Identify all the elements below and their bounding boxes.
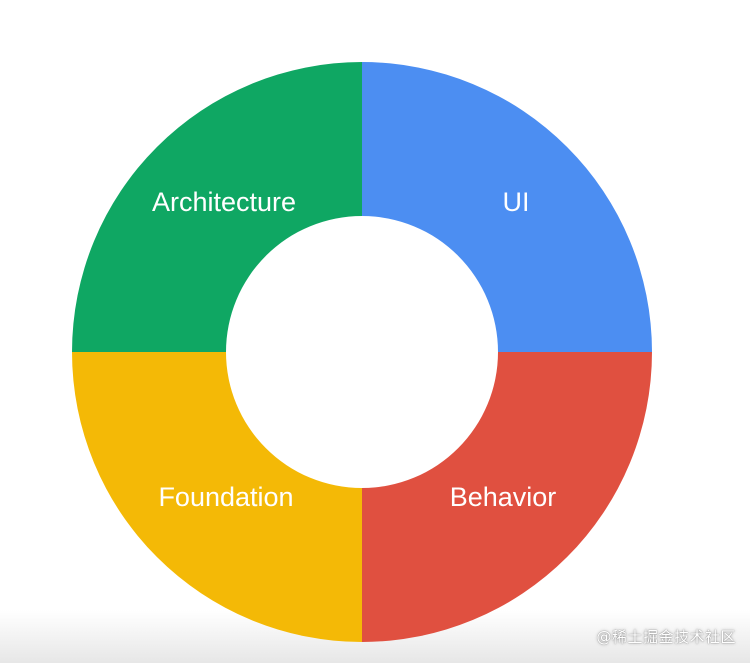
label-behavior: Behavior — [450, 482, 557, 512]
segment-architecture — [72, 62, 362, 352]
label-foundation: Foundation — [158, 482, 293, 512]
watermark: @稀土掘金技术社区 — [596, 628, 736, 646]
segment-behavior — [362, 352, 652, 642]
segment-ui — [362, 62, 652, 352]
label-architecture: Architecture — [152, 187, 296, 217]
label-ui: UI — [503, 187, 530, 217]
segment-foundation — [72, 352, 362, 642]
